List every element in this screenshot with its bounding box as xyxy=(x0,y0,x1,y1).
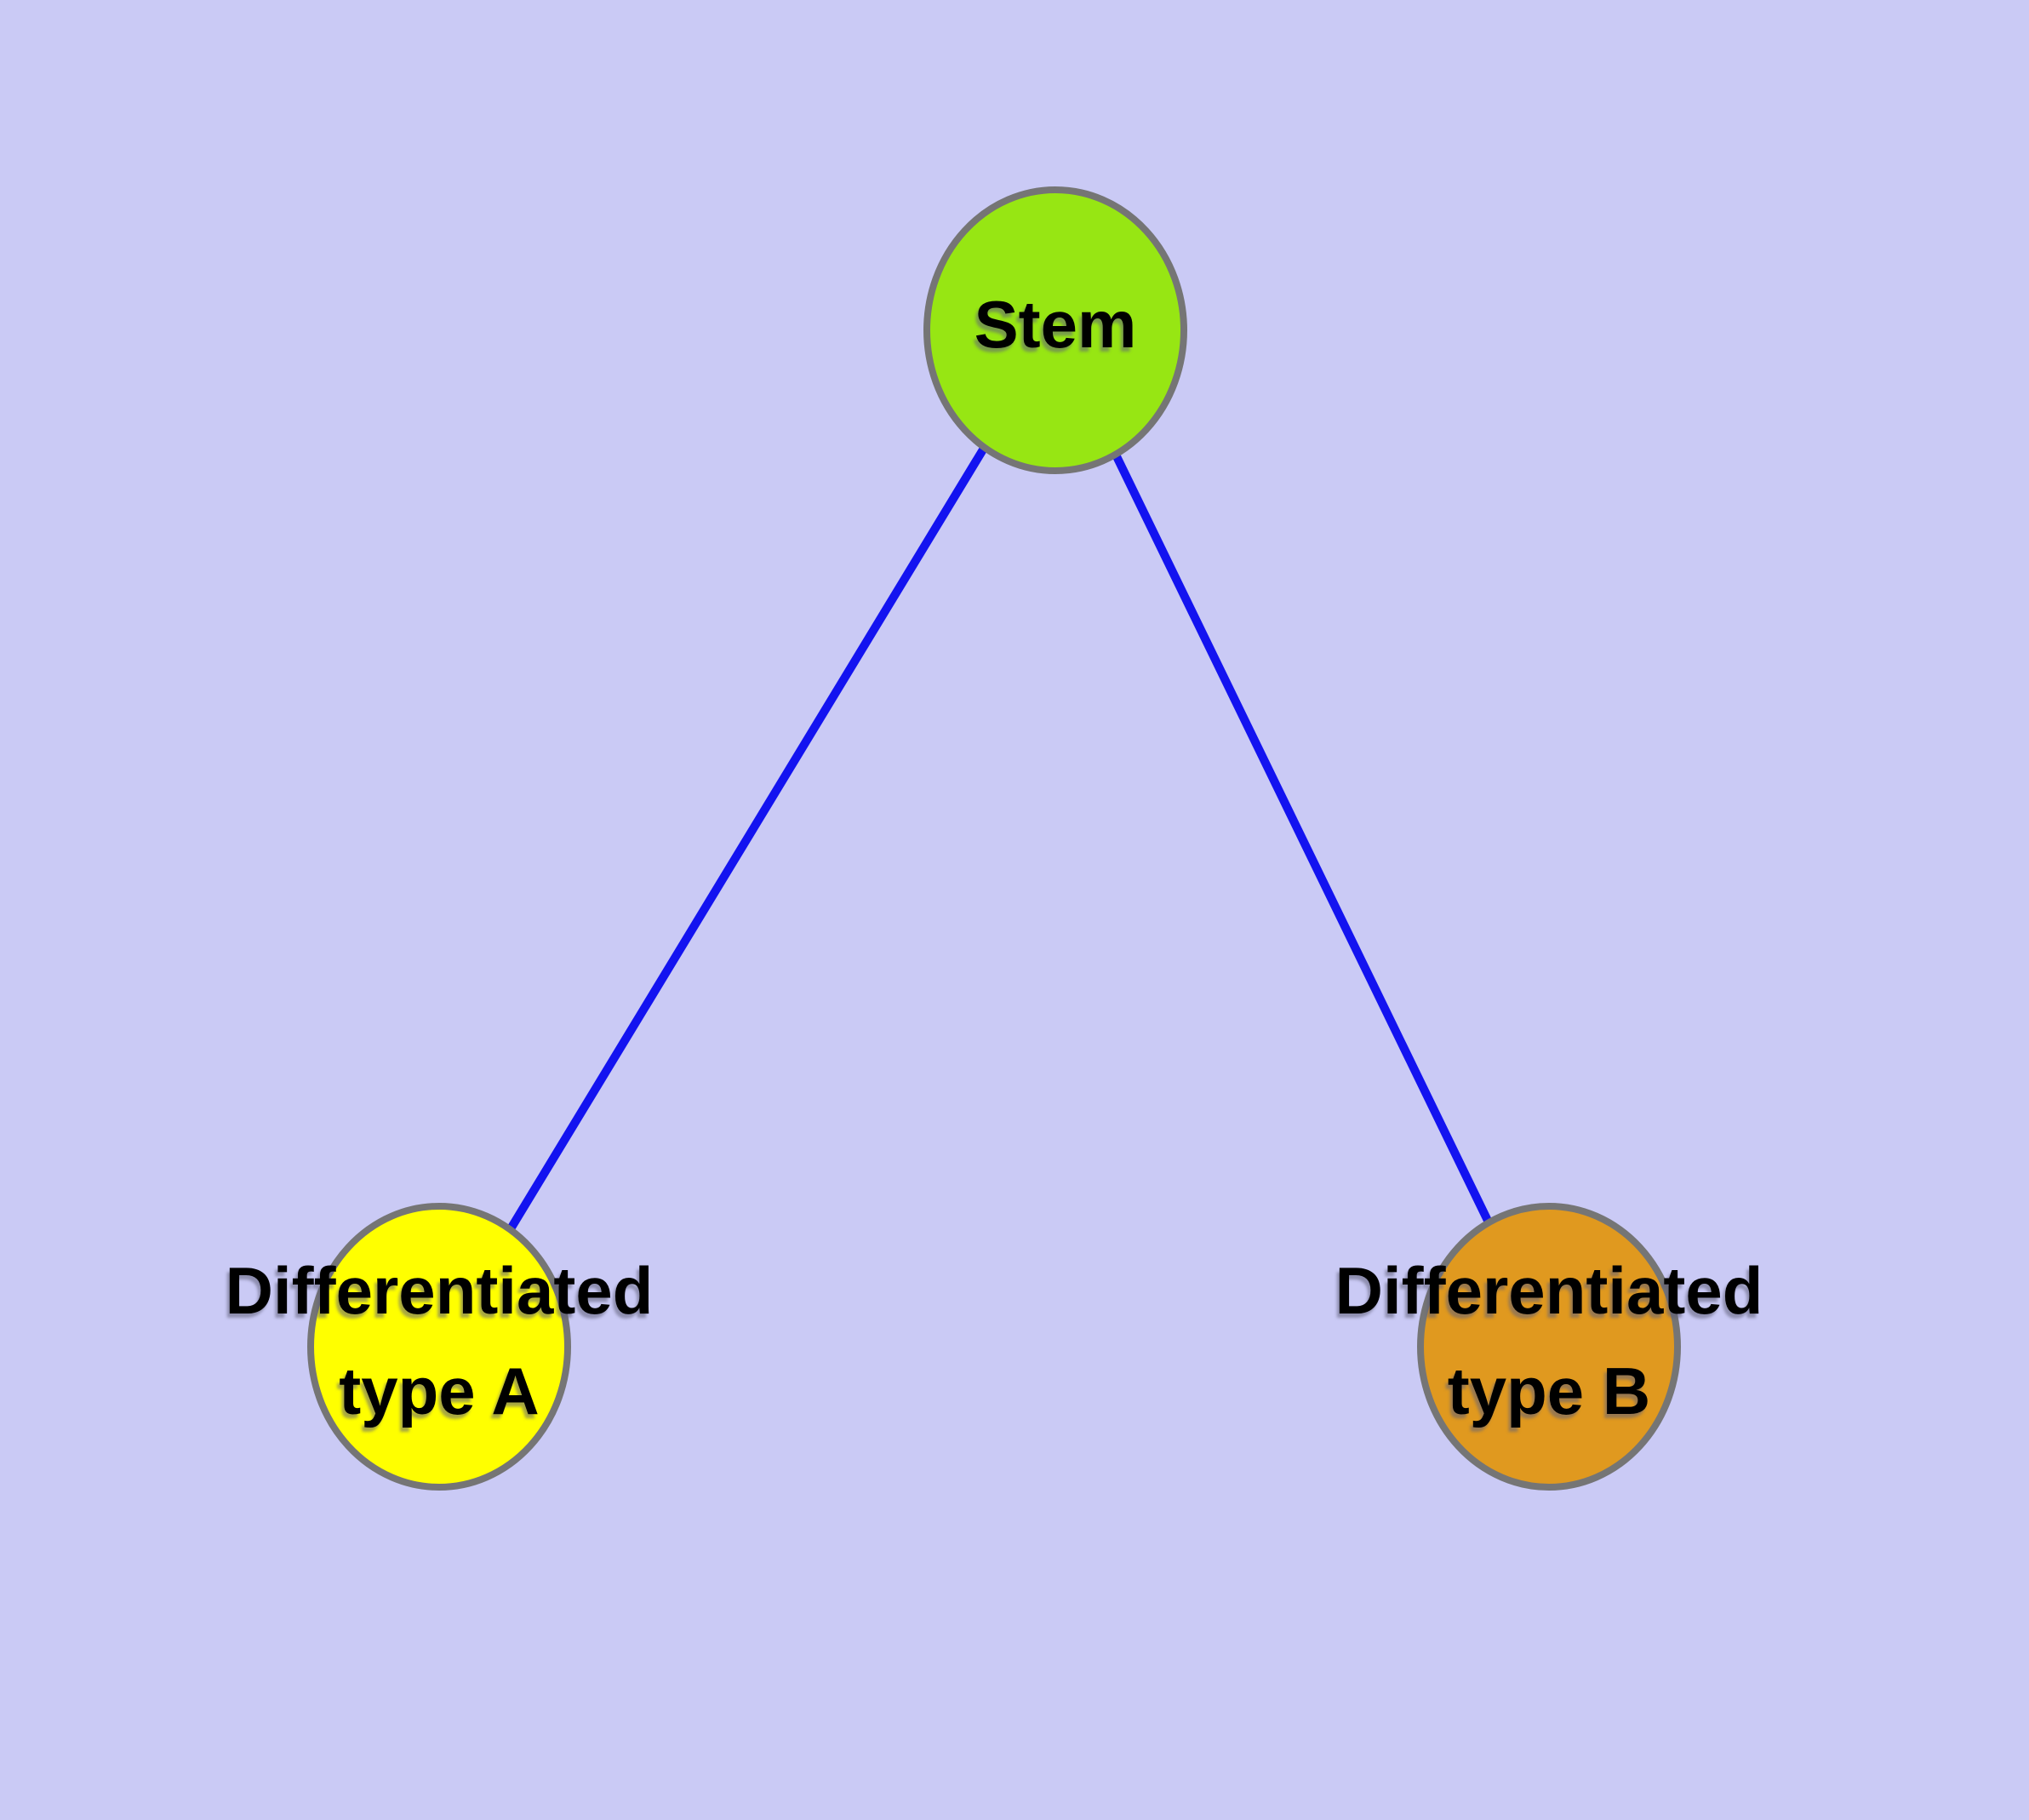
node-typeA-circle xyxy=(307,1203,571,1491)
node-typeA-label-line-2: type A xyxy=(339,1354,540,1428)
node-stem-label-line-1: Stem xyxy=(974,287,1137,362)
node-typeB-circle xyxy=(1417,1203,1681,1491)
edge-stem-typeA xyxy=(435,328,1060,1349)
edges-layer xyxy=(435,328,1553,1349)
node-stem-circle xyxy=(923,186,1187,474)
node-typeB-label-line-1: Differentiated xyxy=(1335,1253,1763,1328)
node-typeB-label-line-2: type B xyxy=(1448,1354,1650,1428)
edge-stem-typeB xyxy=(1051,328,1553,1349)
node-typeA-label-line-1: Differentiated xyxy=(226,1253,654,1328)
